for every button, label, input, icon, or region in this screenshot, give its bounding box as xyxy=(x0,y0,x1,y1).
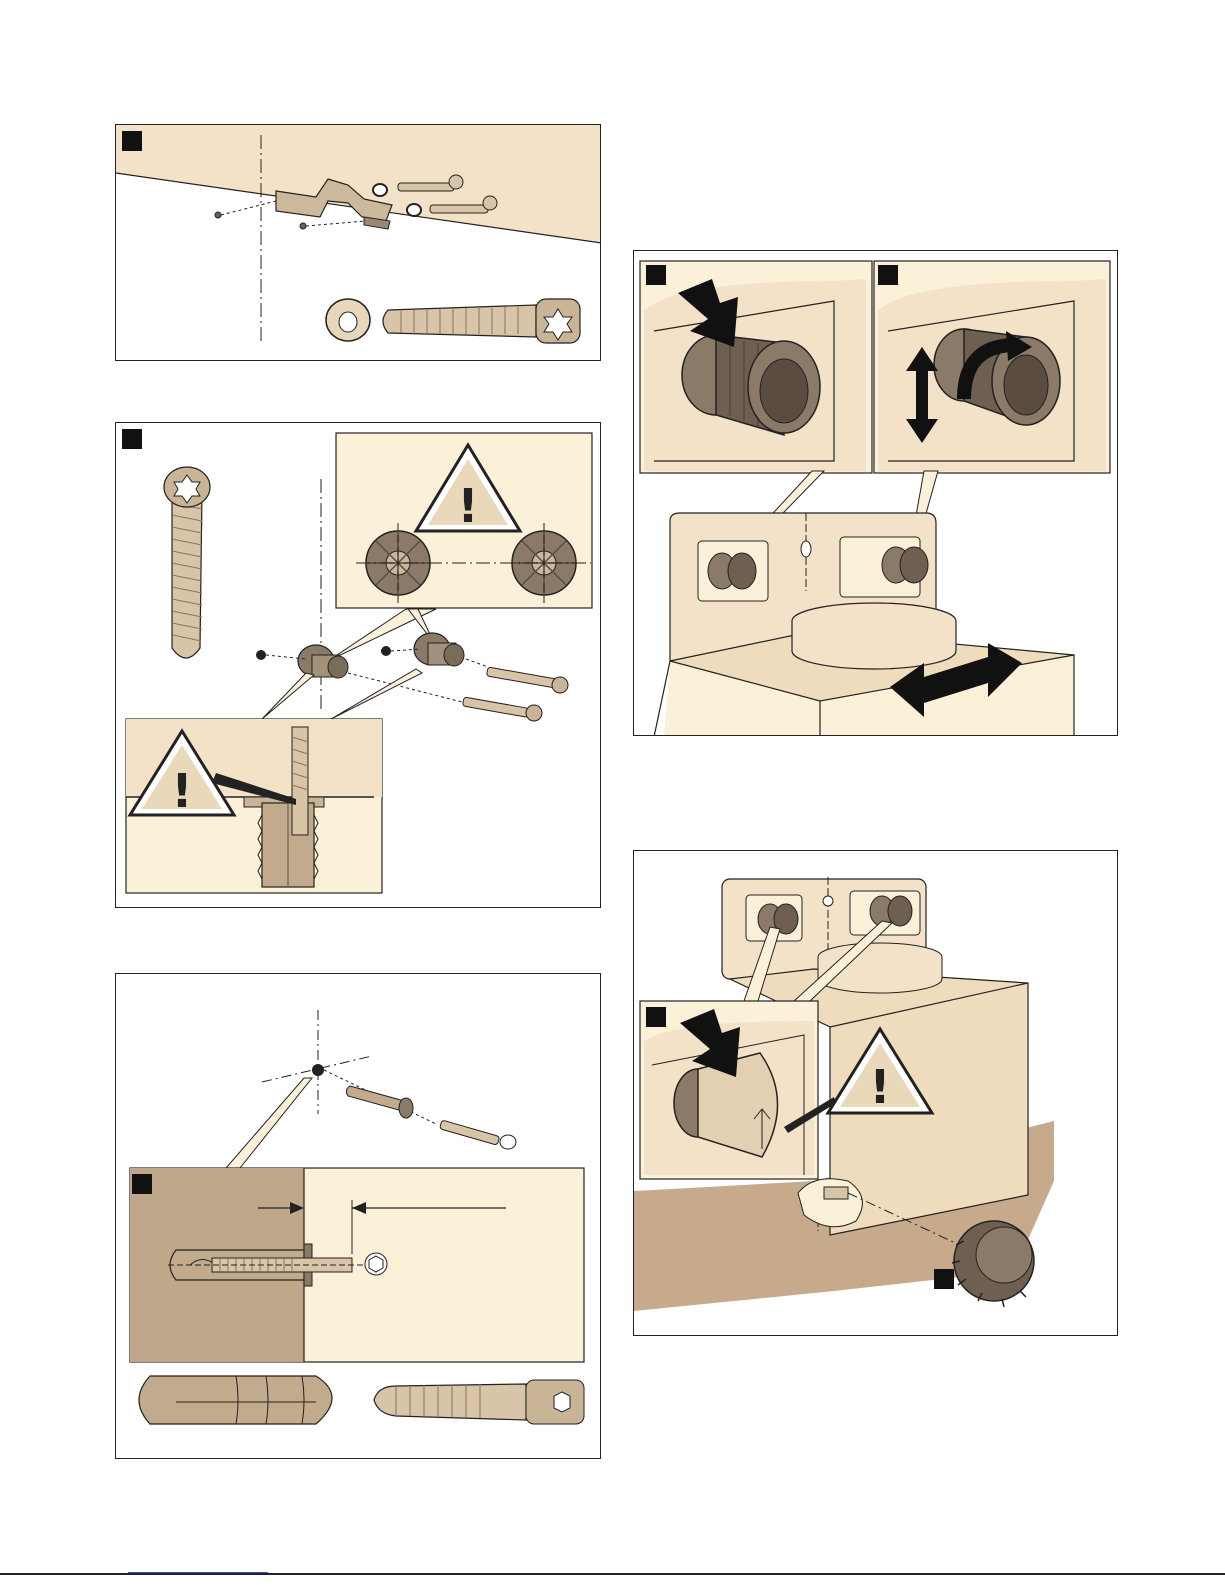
screw-icon xyxy=(486,667,568,693)
panel-3-illustration xyxy=(116,974,601,1459)
connector-icon xyxy=(708,553,756,589)
connector-icon xyxy=(882,547,928,583)
screw-icon xyxy=(440,1120,516,1149)
wall-plug-icon xyxy=(346,1086,413,1118)
footer-hyperlink-underline[interactable] xyxy=(128,1568,268,1573)
screw-icon xyxy=(824,1187,848,1199)
knob-icon xyxy=(952,1221,1034,1307)
svg-text:!: ! xyxy=(870,1060,891,1114)
page-bottom-rule xyxy=(0,1573,1225,1575)
panel-5: ! xyxy=(633,850,1118,1336)
step-marker xyxy=(646,265,666,285)
step-marker xyxy=(132,1174,152,1194)
svg-text:!: ! xyxy=(172,764,193,818)
step-marker xyxy=(122,429,142,449)
duct-ring-icon xyxy=(792,603,956,669)
svg-text:!: ! xyxy=(458,479,479,533)
step-marker xyxy=(934,1269,954,1289)
screw-icon xyxy=(164,467,210,658)
panel-2-illustration: ! xyxy=(116,423,601,908)
screw-icon xyxy=(462,697,542,721)
panel-5-illustration: ! xyxy=(634,851,1118,1336)
screw-icon xyxy=(292,727,308,835)
screw-icon xyxy=(383,299,580,343)
screw-icon xyxy=(374,1380,584,1424)
panel-1-illustration xyxy=(116,125,601,361)
panel-1 xyxy=(115,124,601,361)
panel-2: ! xyxy=(115,422,601,908)
panel-4-illustration xyxy=(634,251,1118,736)
panel-3 xyxy=(115,973,601,1459)
step-marker xyxy=(878,265,898,285)
anchor-icon xyxy=(414,633,464,666)
anchor-icon xyxy=(258,803,318,887)
connector-icon xyxy=(870,896,912,926)
panel-4 xyxy=(633,250,1118,736)
washer-icon xyxy=(326,299,370,341)
step-marker xyxy=(646,1007,666,1027)
step-marker xyxy=(122,131,142,151)
wall-plug-icon xyxy=(139,1376,332,1424)
